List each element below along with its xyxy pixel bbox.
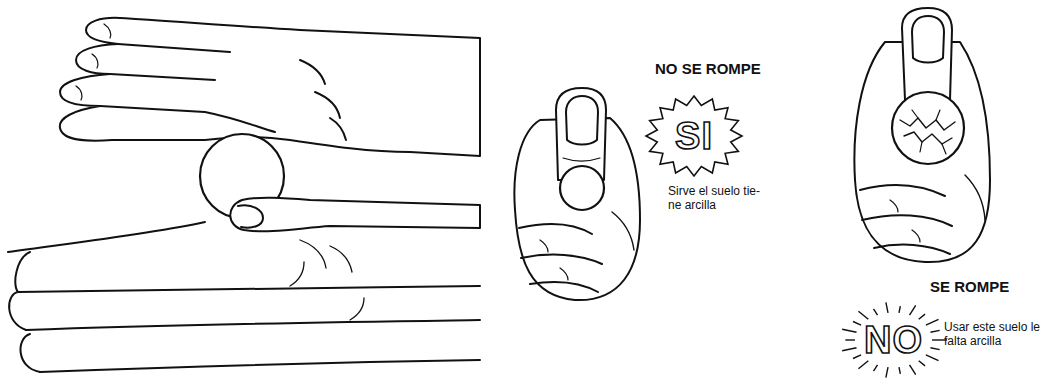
answer-word: NO [864, 321, 923, 359]
burst-ray [853, 322, 861, 326]
burst-ray [858, 311, 868, 319]
burst-ray [926, 355, 939, 361]
result-heading: NO SE ROMPE [655, 60, 805, 78]
burst-ray [930, 330, 939, 332]
burst-ray [886, 302, 888, 313]
burst-ray [899, 367, 900, 374]
fist-broken-ball [854, 8, 990, 262]
starburst: SI [646, 96, 742, 176]
burst-ray [926, 319, 939, 325]
burst-outline [646, 96, 742, 176]
answer-word: SI [675, 117, 713, 155]
hands-with-ball [8, 18, 480, 372]
burst-ray [873, 309, 877, 315]
burst-ray [842, 348, 856, 351]
burst-ray [910, 305, 916, 315]
burst-ray [873, 365, 877, 371]
burst-ray [910, 365, 916, 375]
fist-whole-ball [514, 88, 640, 300]
starburst: NO [840, 302, 947, 378]
result-heading: SE ROMPE [930, 278, 1050, 296]
burst-ray [899, 306, 900, 313]
burst-ray [853, 355, 861, 359]
burst-ray [858, 361, 868, 369]
burst-ray [845, 339, 855, 340]
burst-ray [886, 367, 888, 378]
burst-ray [919, 361, 925, 366]
result-note: Sirve el suelo tie-ne arcilla [668, 184, 772, 213]
burst-ray [930, 348, 939, 350]
burst-ray [919, 314, 925, 319]
result-note: Usar este suelo le falta arcilla [944, 320, 1054, 349]
burst-ray [842, 329, 856, 332]
